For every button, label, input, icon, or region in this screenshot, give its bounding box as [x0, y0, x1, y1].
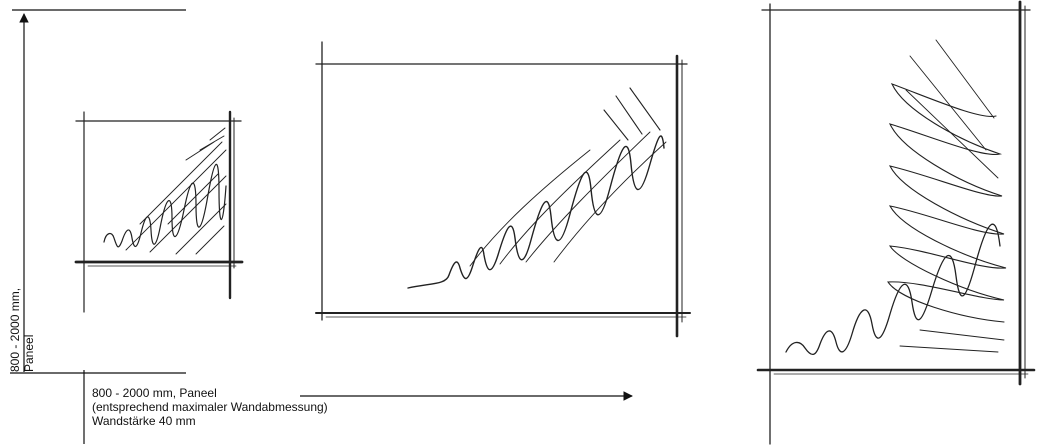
wall-thickness-text: Wandstärke 40 mm [92, 414, 196, 428]
wide-panel-sketch [315, 41, 691, 338]
dimension-guides [10, 9, 633, 444]
vertical-dimension-label: 800 - 2000 mm, Paneel [8, 212, 36, 372]
horizontal-dimension-label: 800 - 2000 mm, Paneel (entsprechend maxi… [92, 386, 328, 428]
horizontal-dimension-text: 800 - 2000 mm, Paneel [92, 386, 217, 400]
small-panel-sketch [74, 110, 244, 313]
vertical-dimension-text: 800 - 2000 mm, [8, 287, 22, 372]
horizontal-note-text: (entsprechend maximaler Wandabmessung) [92, 400, 328, 414]
tall-panel-sketch [756, 0, 1036, 445]
vertical-panel-text: Paneel [22, 334, 36, 372]
